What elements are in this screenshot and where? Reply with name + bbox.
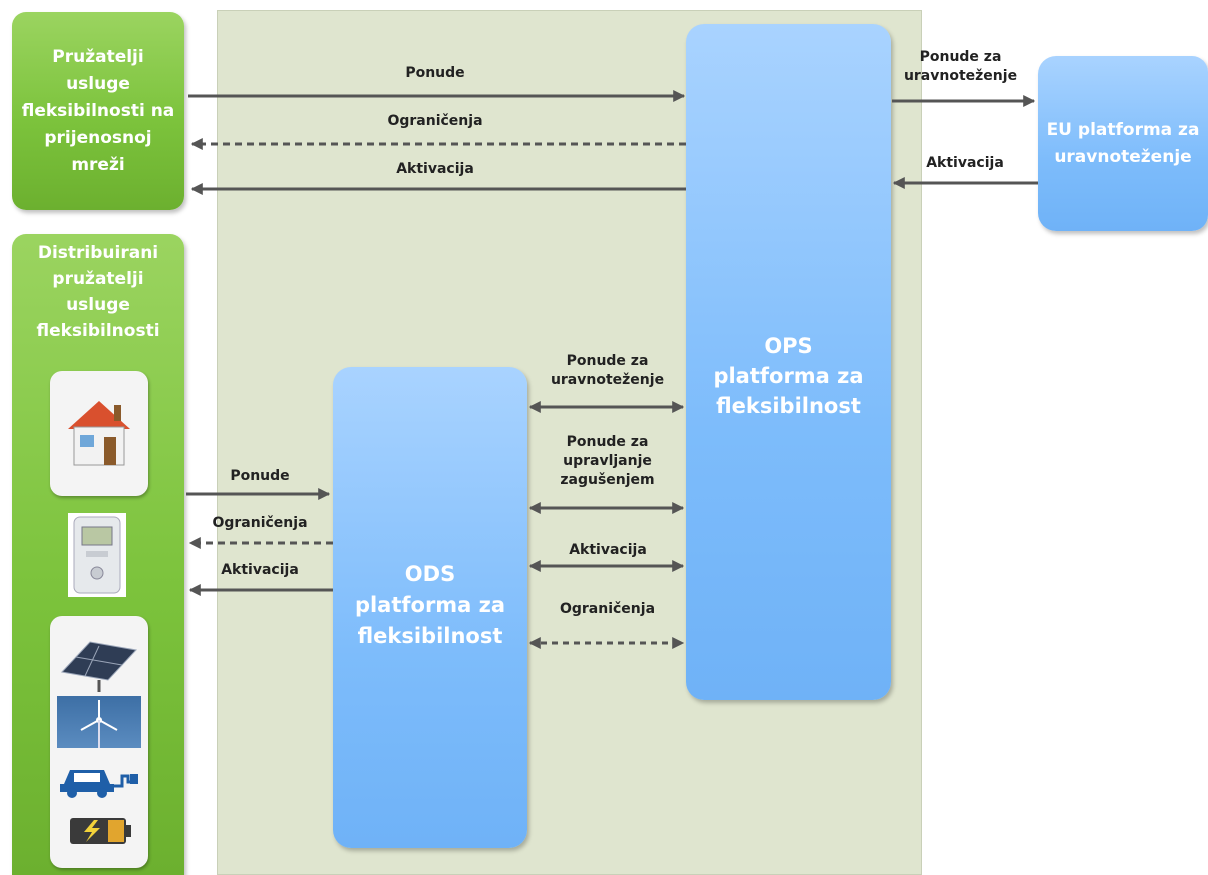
label-left-ogranicenja: Ograničenja — [212, 515, 308, 531]
transmission-providers-box: Pružatelji usluge fleksibilnosti na prij… — [12, 12, 184, 210]
ods-platform-box: ODS platforma za fleksibilnost — [333, 367, 527, 848]
distributed-providers-label: Distribuirani pružatelji usluge fleksibi… — [36, 243, 160, 341]
electric-car-icon — [60, 770, 138, 798]
house-icon — [68, 401, 130, 466]
label-mid-ogranicenja: Ograničenja — [559, 601, 656, 617]
label-top-ponude: Ponude — [405, 65, 465, 81]
transmission-providers-label: Pružatelji usluge fleksibilnosti na prij… — [21, 46, 175, 175]
label-eu-aktivacija: Aktivacija — [926, 155, 1004, 171]
solar-panel-icon — [61, 641, 137, 692]
renewables-card — [50, 616, 148, 868]
smart-meter-icon — [73, 516, 121, 594]
house-card — [50, 371, 148, 496]
ops-platform-label: OPS platforma za fleksibilnost — [713, 334, 864, 418]
label-left-aktivacija: Aktivacija — [221, 562, 299, 578]
label-mid-ponude-uravnotezenje: Ponude za uravnoteženje — [550, 353, 665, 388]
label-eu-ponude: Ponude za uravnoteženje — [903, 49, 1018, 84]
eu-platform-label: EU platforma za uravnoteženje — [1046, 119, 1200, 167]
battery-icon — [70, 818, 131, 844]
label-left-ponude: Ponude — [230, 468, 290, 484]
wind-turbine-icon — [57, 696, 141, 748]
label-mid-ponude-upravljanje: Ponude za upravljanje zagušenjem — [560, 434, 655, 488]
smart-meter-card — [68, 513, 126, 597]
eu-platform-box: EU platforma za uravnoteženje — [1038, 56, 1208, 231]
ods-platform-label: ODS platforma za fleksibilnost — [354, 562, 506, 648]
label-top-ogranicenja: Ograničenja — [387, 113, 483, 129]
label-mid-aktivacija: Aktivacija — [569, 542, 647, 558]
ops-platform-box: OPS platforma za fleksibilnost — [686, 24, 891, 700]
label-top-aktivacija: Aktivacija — [396, 161, 474, 177]
